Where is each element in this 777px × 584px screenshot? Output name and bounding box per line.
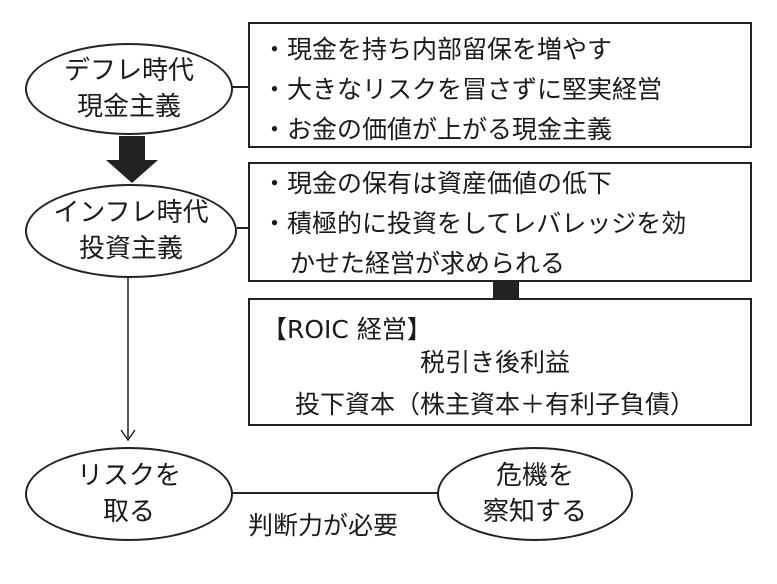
node-deflation-line1: デフレ時代	[63, 56, 194, 86]
roic-numerator: 税引き後利益	[419, 348, 570, 377]
deflation-item-1: ・現金を持ち内部留保を増やす	[262, 35, 613, 64]
inflation-box: ・現金の保有は資産価値の低下 ・積極的に投資をしてレバレッジを効 かせた経営が求…	[248, 162, 752, 282]
connector-label: 判断力が必要	[248, 511, 399, 540]
node-inflation: インフレ時代 投資主義	[25, 184, 237, 278]
node-inflation-line1: インフレ時代	[53, 198, 209, 228]
inflation-item-2-cont: かせた経営が求められる	[290, 249, 566, 278]
deflation-item-3: ・お金の価値が上がる現金主義	[262, 115, 613, 144]
roic-denominator: 投下資本（株主資本＋有利子負債）	[294, 390, 695, 419]
inflation-item-2: ・積極的に投資をしてレバレッジを効	[262, 209, 687, 238]
node-risk-line2: 取る	[102, 497, 155, 527]
deflation-item-2: ・大きなリスクを冒さずに堅実経営	[262, 75, 663, 104]
deflation-box: ・現金を持ち内部留保を増やす ・大きなリスクを冒さずに堅実経営 ・お金の価値が上…	[248, 22, 752, 148]
big-arrow-down-1	[106, 136, 158, 183]
node-crisis: 危機を 察知する	[437, 447, 633, 541]
roic-box	[248, 298, 752, 426]
node-deflation-line2: 現金主義	[76, 92, 181, 122]
node-deflation: デフレ時代 現金主義	[25, 43, 233, 135]
thin-arrow-head	[120, 429, 136, 442]
roic-title: 【ROIC 経営】	[262, 315, 432, 344]
node-risk-line1: リスクを	[76, 461, 181, 491]
node-crisis-line2: 察知する	[482, 497, 587, 527]
node-inflation-line2: 投資主義	[78, 234, 183, 264]
inflation-item-1: ・現金の保有は資産価値の低下	[262, 169, 613, 198]
node-crisis-line1: 危機を	[495, 461, 574, 491]
node-risk: リスクを 取る	[25, 447, 233, 541]
